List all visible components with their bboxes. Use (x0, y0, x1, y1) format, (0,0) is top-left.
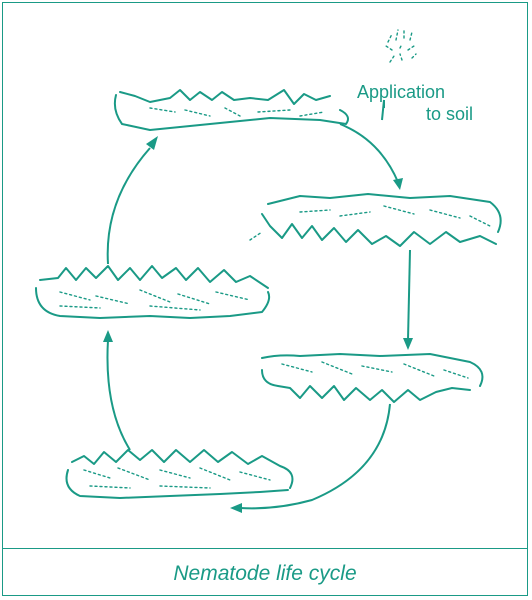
figure-caption: Nematode life cycle (173, 562, 357, 585)
larva-right (249, 193, 502, 247)
application-label-line1: Application (357, 82, 446, 102)
larva-top (113, 89, 349, 131)
larva-right-lower (261, 353, 484, 403)
application-label: Application to soil (357, 81, 477, 125)
larva-bottom (65, 449, 294, 499)
spray-drops (385, 27, 417, 63)
caption-divider (3, 548, 527, 549)
cycle-arrows (103, 99, 413, 513)
larva-left (35, 265, 271, 319)
application-label-line2: to soil (425, 104, 473, 124)
